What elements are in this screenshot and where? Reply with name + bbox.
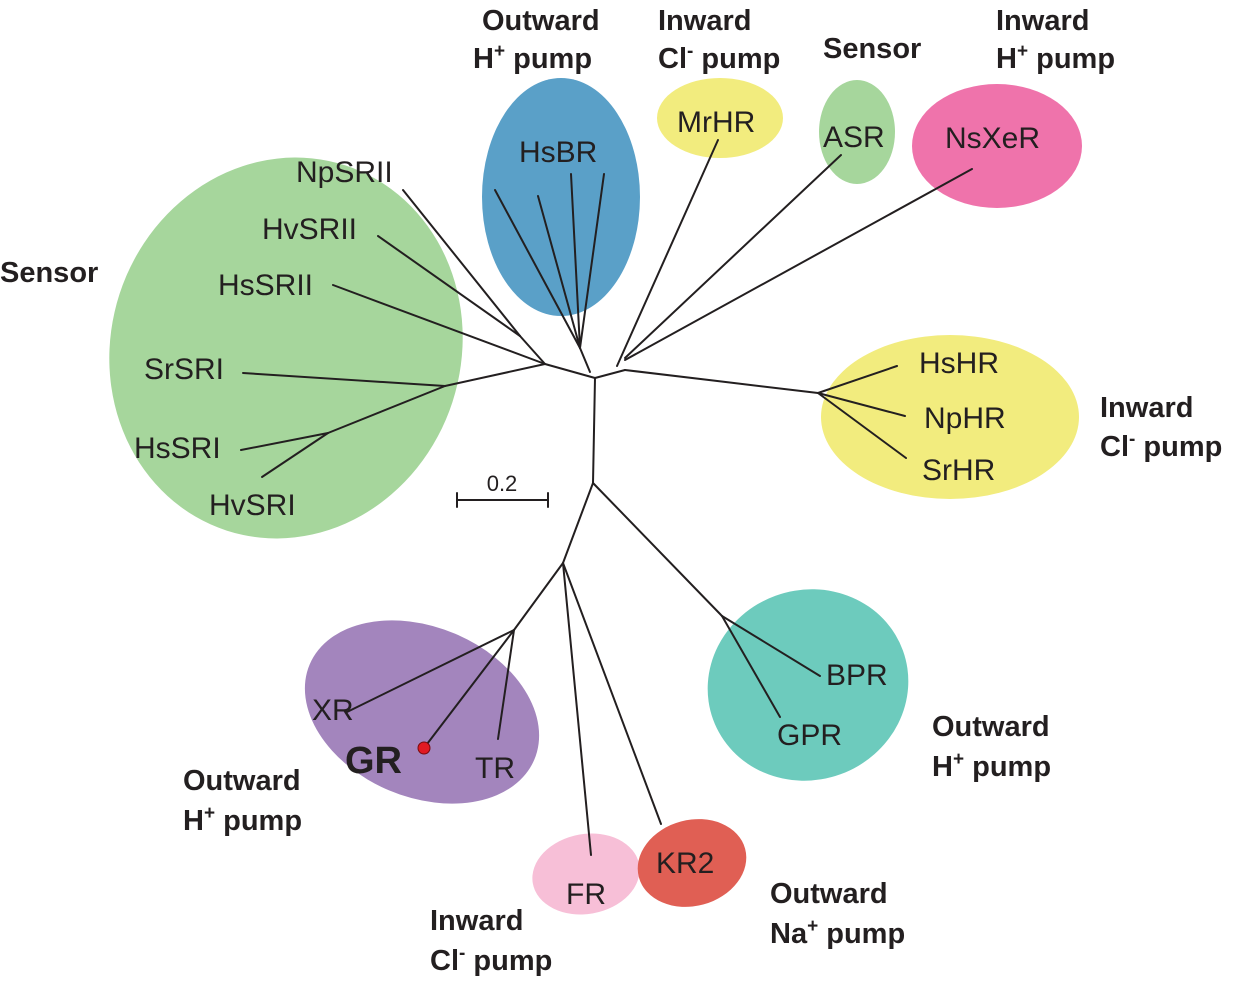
tree-branches — [240, 139, 973, 856]
function-line1: Outward — [183, 765, 301, 797]
branch-gpr — [721, 615, 781, 718]
leaf-mrhr: MrHR — [677, 106, 755, 139]
leaf-kr2: KR2 — [656, 847, 714, 880]
branch-tr — [497, 629, 515, 740]
function-line1: Inward — [658, 5, 751, 37]
branch-hsbr-2 — [537, 195, 581, 349]
branch-hsbr-stem — [579, 347, 591, 373]
hsbr-clade-ellipse — [482, 78, 640, 316]
function-line2: Cl- pump — [1100, 429, 1222, 463]
function-line1: Outward — [932, 711, 1050, 743]
function-line1: Inward — [430, 905, 523, 937]
branch-hssri — [240, 432, 329, 451]
branch-hssrii — [332, 284, 546, 365]
leaf-tr: TR — [475, 752, 515, 785]
branch-sri-stem — [444, 363, 546, 387]
leaf-npsrii: NpSRII — [296, 156, 393, 189]
branch-hsbr-1 — [494, 189, 581, 349]
leaf-hvsrii: HvSRII — [262, 213, 357, 246]
function-inward-cl-right: Inward Cl- pump — [1100, 392, 1222, 463]
xr-gr-tr-clade-ellipse — [304, 620, 540, 804]
function-line2: Na+ pump — [770, 916, 905, 950]
branch-hr-stem — [624, 369, 819, 394]
branch-hsbr-4 — [579, 173, 605, 349]
leaf-asr: ASR — [823, 121, 885, 154]
function-sensor-left: Sensor — [0, 257, 98, 289]
function-outward-h-left: Outward H+ pump — [183, 765, 302, 837]
branch-nphr — [817, 392, 906, 417]
branch-hshr — [817, 365, 898, 394]
branch-srhr — [817, 392, 907, 459]
nsxer-clade-ellipse — [912, 84, 1082, 208]
branch-sensor-stem — [544, 363, 596, 379]
prot-clade-ellipse — [707, 589, 909, 781]
leaf-nsxer: NsXeR — [945, 122, 1040, 155]
function-line1: Inward — [1100, 392, 1193, 424]
function-line1: Outward — [770, 878, 888, 910]
leaf-srsri: SrSRI — [144, 353, 224, 386]
branch-trunk — [592, 377, 596, 484]
scale-bar-label: 0.2 — [487, 471, 518, 496]
leaf-hsbr: HsBR — [519, 136, 597, 169]
branch-hsbr-3 — [570, 173, 581, 349]
branch-srsri — [242, 372, 446, 387]
leaf-nphr: NpHR — [924, 402, 1006, 435]
leaf-labels: NpSRII HvSRII HsSRII SrSRI HsSRI HvSRI H… — [134, 106, 1040, 911]
sensor-clade-ellipse — [109, 157, 463, 539]
branch-xr — [346, 629, 515, 713]
branch-npsrii — [402, 189, 521, 337]
branch-nsxer — [624, 168, 973, 361]
leaf-gpr: GPR — [777, 719, 842, 752]
branch-hssri-hvsri — [327, 385, 446, 434]
function-line1: Outward — [482, 5, 600, 37]
leaf-hssri: HsSRI — [134, 432, 221, 465]
function-line2: Cl- pump — [430, 943, 552, 977]
function-line2: Cl- pump — [658, 41, 780, 75]
branch-npsrii-hvsrii — [519, 335, 546, 365]
branch-gr — [423, 629, 515, 749]
scale-bar-line — [456, 492, 549, 508]
branch-kr2 — [562, 562, 662, 825]
function-inward-cl-bottom: Inward Cl- pump — [430, 905, 552, 977]
branch-hvsri — [261, 432, 329, 478]
leaf-fr: FR — [566, 878, 606, 911]
hr-clade-ellipse — [821, 335, 1079, 499]
scale-bar: 0.2 — [456, 471, 549, 508]
gr-marker-dot — [417, 741, 431, 755]
function-sensor-top: Sensor — [823, 33, 921, 65]
branch-xgt-stem — [513, 562, 564, 631]
branch-center-junction — [594, 369, 626, 379]
branch-lower-stem — [562, 482, 594, 564]
branch-prot-stem — [592, 482, 723, 617]
branch-bpr — [721, 615, 821, 677]
branch-mrhr — [616, 139, 719, 367]
function-inward-h-top: Inward H+ pump — [996, 5, 1115, 75]
leaf-hssrii: HsSRII — [218, 269, 313, 302]
leaf-hvsri: HvSRI — [209, 489, 296, 522]
branch-hvsrii — [377, 235, 521, 337]
leaf-gr: GR — [345, 740, 402, 782]
function-line2: H+ pump — [473, 41, 592, 75]
function-line2: H+ pump — [932, 749, 1051, 783]
function-outward-h-top: Outward H+ pump — [473, 5, 600, 75]
leaf-bpr: BPR — [826, 659, 888, 692]
branch-asr — [624, 154, 842, 359]
fr-clade-ellipse — [532, 833, 640, 915]
branch-fr — [562, 562, 592, 856]
leaf-xr: XR — [312, 694, 354, 727]
function-line2: H+ pump — [183, 803, 302, 837]
function-labels: Sensor Outward H+ pump Inward Cl- pump S… — [0, 5, 1222, 977]
function-outward-h-right: Outward H+ pump — [932, 711, 1051, 783]
mrhr-clade-ellipse — [657, 78, 783, 158]
leaf-srhr: SrHR — [922, 454, 995, 487]
function-line1: Inward — [996, 5, 1089, 37]
function-inward-cl-top: Inward Cl- pump — [658, 5, 780, 75]
function-outward-na-bottom: Outward Na+ pump — [770, 878, 905, 950]
kr2-clade-ellipse — [637, 819, 747, 907]
leaf-hshr: HsHR — [919, 347, 999, 380]
function-line2: H+ pump — [996, 41, 1115, 75]
